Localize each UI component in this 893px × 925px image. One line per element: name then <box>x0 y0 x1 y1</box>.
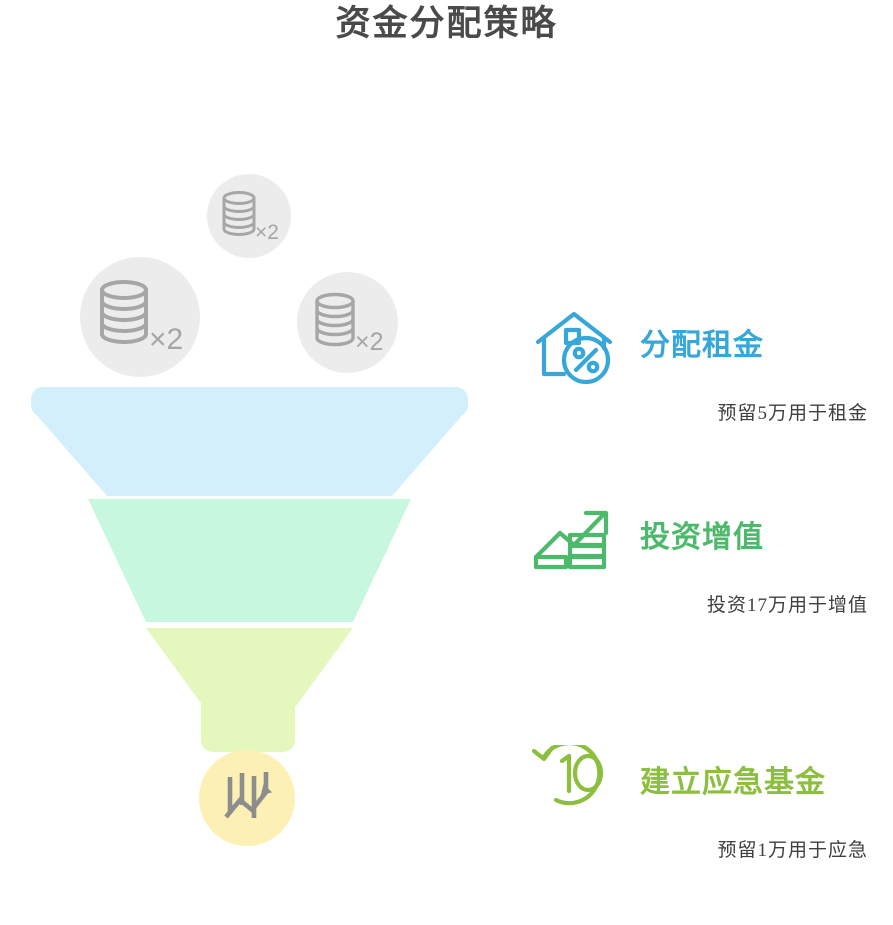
coin-multiplier-left: ×2 <box>149 323 183 356</box>
step-desc-rent: 预留5万用于租金 <box>717 403 868 424</box>
funnel-shape <box>31 387 468 752</box>
coin-stack-icon: ×2 <box>315 292 384 356</box>
coin-stack-icon: ×2 <box>222 191 279 244</box>
step-heading-invest: 投资增值 <box>640 521 764 554</box>
growth-chart-icon <box>224 772 273 819</box>
funnel-band-emergency <box>146 628 353 706</box>
coin-bubble-right: ×2 <box>297 272 398 373</box>
funnel-band-rent-body <box>34 412 465 496</box>
step-desc-emergency: 预留1万用于应急 <box>717 840 868 861</box>
funnel-band-rent <box>31 387 468 417</box>
step-desc-invest: 投资17万用于增值 <box>706 595 868 616</box>
steps-panel: 分配租金 预留5万用于租金 投资增值 投资17万用于增值 <box>525 0 893 925</box>
coin-bubble-left: ×2 <box>80 257 200 377</box>
house-percent-icon <box>530 308 622 388</box>
funnel-band-invest <box>88 499 411 622</box>
coin-multiplier-right: ×2 <box>355 328 384 356</box>
coin-bubble-top: ×2 <box>207 174 291 258</box>
step-heading-emergency: 建立应急基金 <box>640 766 826 799</box>
page-title: 资金分配策略 <box>335 4 558 43</box>
coin-multiplier-top: ×2 <box>255 221 279 244</box>
funnel-neck <box>201 698 295 752</box>
funnel-outlet <box>199 750 295 846</box>
coin-stack-icon: ×2 <box>100 280 183 356</box>
growth-coins-icon <box>530 500 622 580</box>
refresh-ten-icon <box>530 741 622 825</box>
allocation-funnel: ×2 ×2 ×2 <box>0 150 500 870</box>
step-heading-rent: 分配租金 <box>640 329 764 362</box>
